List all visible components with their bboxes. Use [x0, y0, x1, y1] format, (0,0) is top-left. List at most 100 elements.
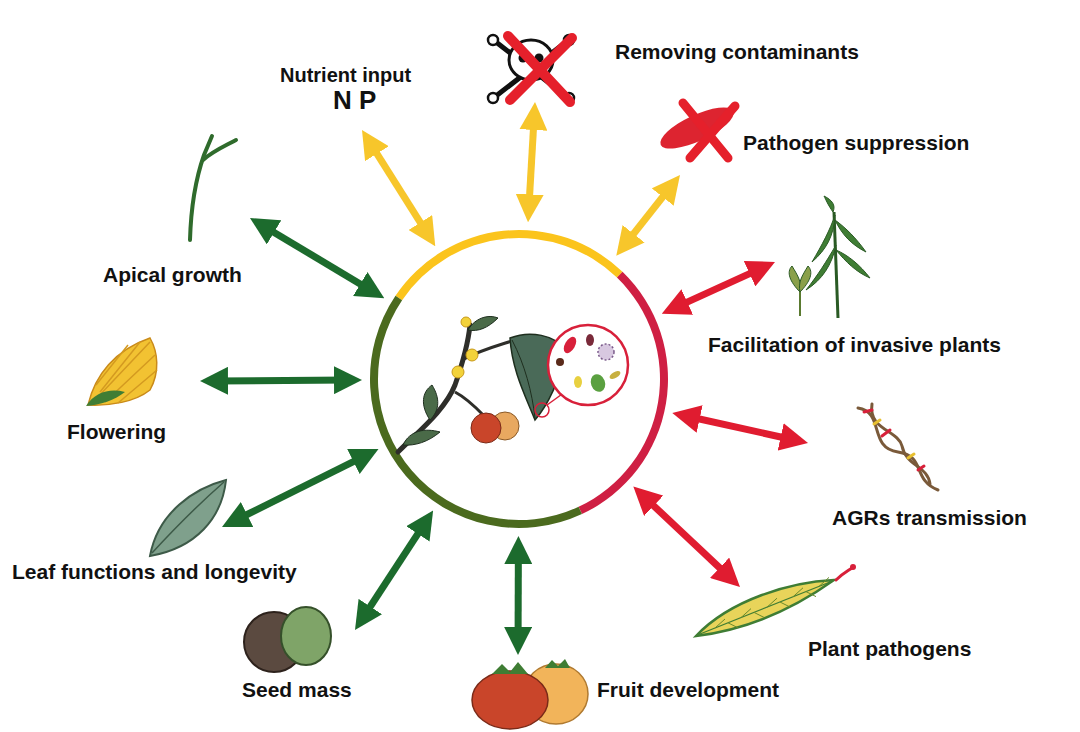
benefit-label: Facilitation of invasive plants — [705, 262, 1067, 362]
label-text: Nutrient input — [280, 64, 411, 87]
double-arrow — [675, 268, 763, 308]
label-text: Apical growth — [103, 263, 242, 287]
benefit-label: Fruit development — [518, 655, 818, 715]
plant-illustration — [466, 349, 478, 361]
plant-illustration — [403, 430, 440, 445]
benefit-label: Leaf functions and longevity — [8, 527, 358, 587]
central-ring — [370, 230, 668, 528]
label-text: Plant pathogens — [808, 637, 971, 661]
skull-icon — [488, 35, 574, 103]
plant-illustration — [608, 369, 621, 380]
plant-illustration — [588, 372, 607, 394]
double-arrow — [686, 416, 794, 440]
label-text: Flowering — [67, 420, 166, 444]
invasive-plants-icon — [789, 196, 870, 318]
label-text: Pathogen suppression — [743, 131, 969, 155]
flower-icon — [86, 338, 157, 406]
double-arrow — [515, 550, 522, 641]
ring-segment — [395, 230, 622, 300]
benefit-label: Apical growth — [100, 218, 280, 290]
plant-illustration — [423, 385, 437, 420]
benefit-label: Seed mass — [240, 630, 375, 704]
benefit-label: Nutrient inputN P — [272, 60, 415, 130]
twig-icon — [203, 140, 236, 160]
benefit-label: Pathogen suppression — [665, 128, 1020, 175]
double-arrow — [529, 116, 534, 208]
dna-icon — [858, 408, 938, 490]
label-text: Facilitation of invasive plants — [708, 333, 1001, 357]
leaf-icon — [150, 480, 226, 556]
dna-icon — [882, 430, 890, 436]
plant-illustration — [471, 413, 501, 443]
double-arrow — [214, 377, 348, 385]
skull-icon — [488, 35, 498, 45]
benefit-label: Removing contaminants — [520, 36, 912, 102]
dna-icon — [858, 404, 938, 490]
diseased-leaf-icon — [696, 580, 834, 636]
tomato-icon — [472, 659, 588, 729]
leaf-icon — [152, 482, 224, 553]
pathogen-cross-icon — [690, 106, 735, 158]
seed-icon — [281, 607, 331, 665]
invasive-plants-icon — [806, 245, 836, 290]
diseased-leaf-icon — [696, 564, 856, 636]
label-text: Leaf functions and longevity — [12, 560, 297, 584]
double-arrow — [644, 496, 730, 577]
diseased-leaf-icon — [836, 568, 852, 580]
twig-icon — [190, 136, 236, 240]
benefit-label: Flowering — [62, 381, 202, 451]
dna-icon — [874, 420, 880, 424]
invasive-plants-icon — [836, 250, 870, 278]
label-text: Seed mass — [242, 678, 352, 702]
pathogen-cross-icon — [655, 99, 738, 158]
plant-illustration — [462, 340, 515, 360]
seed-icon — [244, 607, 331, 672]
diseased-leaf-icon — [850, 564, 856, 570]
plant-illustration — [548, 325, 628, 405]
double-arrow — [625, 186, 671, 245]
dna-icon — [872, 404, 930, 484]
dna-icon — [908, 454, 914, 458]
plant-illustration — [398, 325, 470, 452]
plant-illustration — [598, 344, 614, 360]
invasive-plants-icon — [824, 196, 834, 212]
invasive-plants-icon — [789, 266, 800, 292]
plant-illustration — [561, 335, 579, 356]
invasive-plants-icon — [799, 292, 801, 316]
double-arrow — [235, 455, 366, 520]
plant-illustration — [512, 340, 535, 418]
tomato-icon — [472, 671, 548, 729]
tomato-icon — [492, 662, 528, 674]
leaf-icon — [150, 480, 226, 556]
tomato-icon — [545, 659, 570, 668]
ring-segment — [370, 296, 582, 528]
invasive-plants-icon — [834, 212, 838, 318]
invasive-plants-icon — [835, 220, 866, 252]
diseased-leaf-icon — [715, 577, 829, 628]
diseased-leaf-icon — [700, 582, 830, 634]
plant-illustration — [398, 317, 628, 453]
label-text: AGRs transmission — [832, 506, 1027, 530]
double-arrow — [363, 522, 426, 618]
label-text: Removing contaminants — [615, 40, 859, 64]
skull-icon — [488, 93, 498, 103]
double-arrow — [369, 142, 427, 235]
dna-icon — [918, 466, 924, 470]
twig-icon — [190, 136, 212, 240]
flower-icon — [86, 391, 125, 406]
benefit-label: Plant pathogens — [740, 587, 1015, 667]
plant-illustration — [452, 366, 464, 378]
label-text: N P — [333, 86, 376, 116]
plant-illustration — [586, 334, 594, 346]
double-arrow — [262, 225, 372, 291]
invasive-plants-icon — [799, 266, 810, 292]
plant-illustration — [461, 317, 471, 327]
pathogen-cross-icon — [683, 103, 728, 158]
plant-illustration — [535, 403, 549, 417]
dna-icon — [864, 410, 872, 412]
plant-illustration — [574, 376, 582, 388]
skull-icon — [510, 38, 572, 100]
plant-illustration — [556, 358, 564, 366]
